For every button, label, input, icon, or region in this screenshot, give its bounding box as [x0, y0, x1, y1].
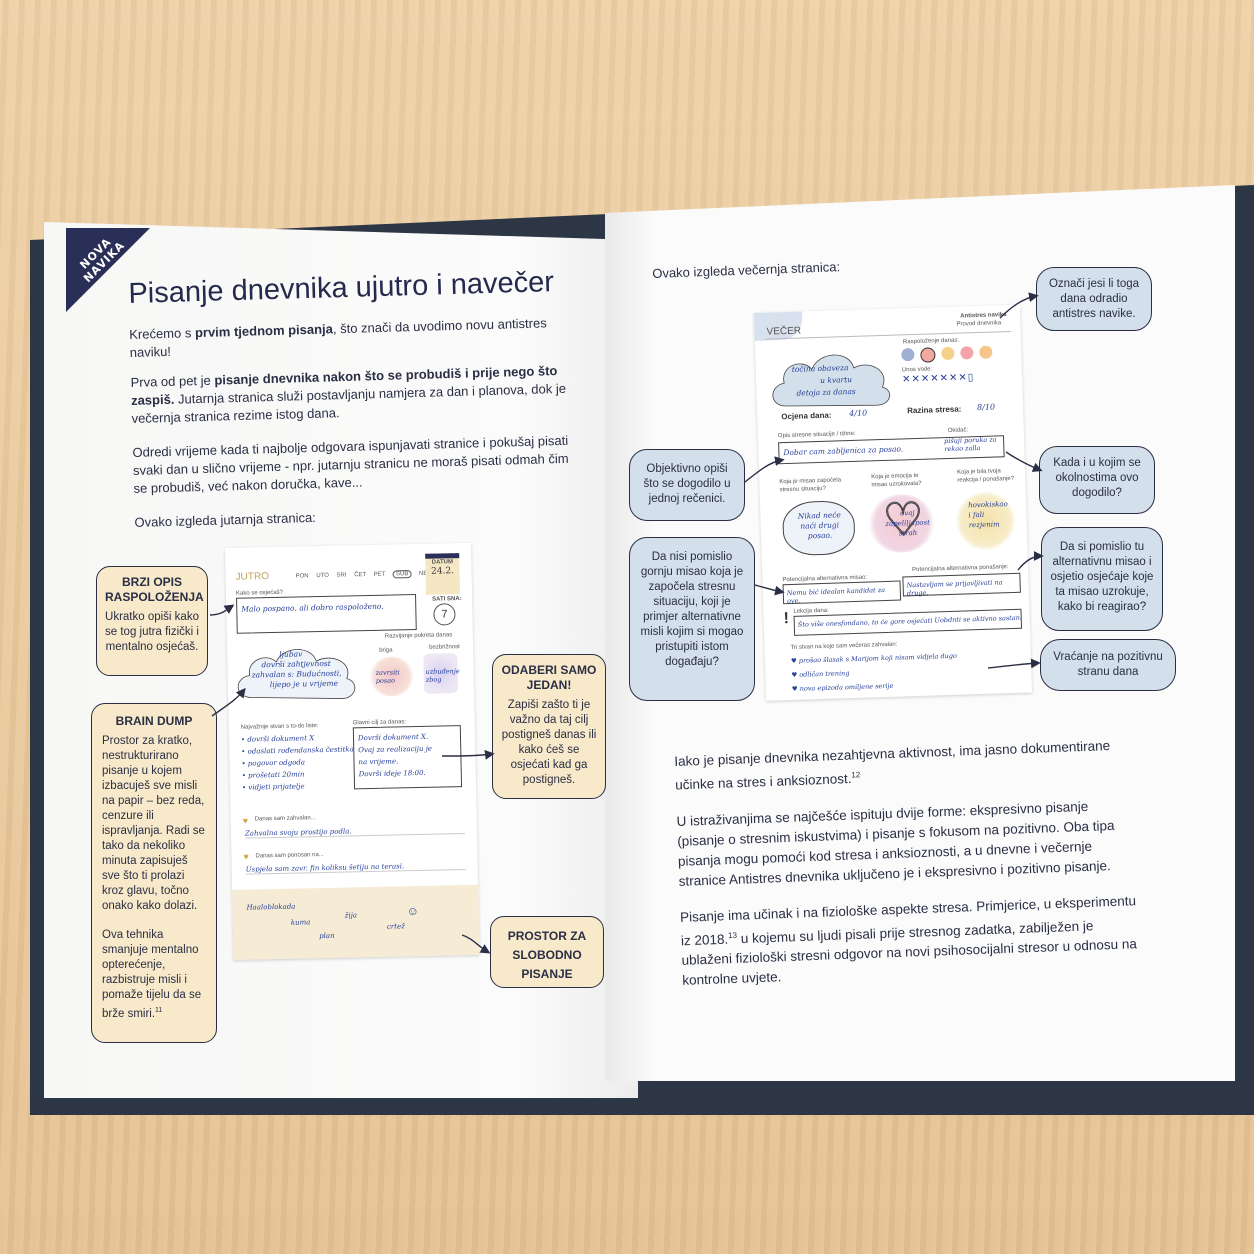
- face-icon: [901, 347, 915, 362]
- stress-level: 8/10: [976, 402, 996, 413]
- smiley-icon: ☺: [406, 904, 420, 919]
- trigger-label: Okidač:: [947, 427, 969, 434]
- face-icon: [941, 346, 955, 361]
- evening-page-preview: VEČER Antistres navika Provod dnevnika t…: [754, 304, 1033, 701]
- paragraph-2: Prva od pet je pisanje dnevnika nakon št…: [130, 363, 567, 426]
- emotion-2-label: bezbrižnost: [429, 644, 460, 651]
- day-rating: 4/10: [849, 408, 868, 419]
- thought-text: Nikad neće naći drugi posao.: [797, 510, 842, 541]
- header-rule: [764, 330, 1011, 340]
- callout-alt-thought: Da nisi pomislio gornju misao koja je za…: [629, 537, 755, 701]
- exclamation-icon: !: [783, 610, 790, 628]
- sleep-label: SATI SNA:: [432, 596, 462, 603]
- cloud-text: ljubav dovrši zahtjevnost zahvalan s: Bu…: [251, 649, 342, 690]
- morning-label: JUTRO: [235, 571, 270, 583]
- grateful-text: Zahvalna svoju prostijo podla.: [244, 825, 466, 839]
- callout-brain-dump: BRAIN DUMP Prostor za kratko, nestruktur…: [91, 703, 217, 1043]
- evening-label: VEČER: [766, 325, 802, 338]
- goal-box: Dovrši dokument X.Ovaj za realizaciju je…: [352, 725, 463, 790]
- mood-label: Raspoloženje danas:: [902, 337, 960, 346]
- question-reaction: Koja je bila tvoja reakcija / ponašanje?: [957, 468, 1015, 484]
- face-icon: [979, 345, 993, 359]
- situation-label: Opis stresne situacije / tižine:: [777, 430, 856, 440]
- question-thought: Koja je misao započela stresnu situaciju…: [779, 477, 842, 494]
- evening-cloud: [772, 354, 891, 407]
- proud-label: Danas sam ponosan na...: [255, 851, 324, 860]
- todo-list: • dovrši dokument X • odaslati rođendans…: [240, 734, 354, 792]
- intro-text: Krećemo s prvim tjednom pisanja, što zna…: [129, 314, 575, 532]
- paragraph-2: U istraživanjima se najčešće ispituju dv…: [676, 798, 1115, 889]
- emotion-2-text: uzbuđenje zbog: [425, 667, 460, 684]
- alt-reaction-box: Nastavljam se prijavljivati na druge.: [902, 572, 1021, 597]
- paragraph-3: Odredi vrijeme kada ti najbolje odgovara…: [132, 432, 569, 496]
- alt-reaction-label: Potencijalna alternativna ponašanje:: [912, 564, 1009, 574]
- weekday-row: PON UTO SRI ČET PET SUB NED: [296, 570, 432, 581]
- callout-situation: Objektivno opiši što se dogodilo u jedno…: [629, 449, 745, 521]
- emotion-text: ovaj zapeliljapost strah: [885, 509, 931, 538]
- todo-label: Najvažnije stvari s to-do liste:: [240, 723, 319, 731]
- heart-icon: ♥: [791, 684, 798, 693]
- proud-text: Uspjela sam zavr. fin koliksu šetiju na …: [245, 861, 466, 875]
- callout-habit: Označi jesi li toga dana odradio antistr…: [1036, 267, 1152, 331]
- heart-icon: ♥: [242, 815, 249, 826]
- stress-label: Razina stresa:: [907, 404, 962, 416]
- question-emotion: Koja je emocija te misao uzrokovala?: [871, 472, 922, 489]
- sleep-hours: 7: [433, 603, 456, 626]
- callout-free-writing: PROSTOR ZA SLOBODNO PISANJE: [490, 916, 604, 988]
- alt-thought-box: Nemu bić idealan kandidat za ove.: [782, 580, 902, 605]
- callout-positive: Vraćanje na pozitivnu stranu dana: [1040, 639, 1176, 691]
- brain-dump-cloud: [237, 649, 356, 699]
- good-things-list: ♥ prošao šlasak s Marijom koji nisam vid…: [790, 651, 957, 693]
- habit-sub: Provod dnevnika: [956, 320, 1002, 328]
- heart-icon: ♥: [790, 656, 797, 666]
- free-writing-area: Haaloblokada kuma plan žija crtež ☺: [232, 884, 480, 960]
- emotion-1-label: briga: [379, 647, 393, 654]
- date-box: DATUM 24.2.: [425, 553, 461, 595]
- emotion-1-text: zavrsiti posao: [375, 668, 400, 685]
- face-icon: [920, 347, 936, 363]
- callout-choose-one: ODABERI SAMO JEDAN!Zapiši zašto ti je va…: [492, 654, 606, 799]
- trigger-text: pišuji poruka za rekao zalla: [943, 435, 997, 454]
- morning-page-preview: JUTRO PON UTO SRI ČET PET SUB NED DATUM …: [225, 542, 480, 960]
- evening-cloud-text: točina obaveza u kvartu detoja za danas: [791, 363, 856, 398]
- reaction-text: hovokiskao i fali rezjenim: [968, 500, 1008, 530]
- heart-icon: ♥: [791, 670, 798, 680]
- right-body-text: Iako je pisanje dnevnika nezahtjevna akt…: [674, 735, 1144, 991]
- grateful-label: Danas sam zahvalan...: [254, 815, 316, 823]
- water-glasses-icon: ✕✕✕✕✕✕✕▯: [902, 372, 975, 386]
- day-rating-label: Ocjena dana:: [781, 410, 832, 422]
- face-icon: [960, 346, 974, 360]
- emotions-label: Razvijanje pokreta danas: [384, 632, 453, 640]
- callout-alt-reaction: Da si pomislio tu alternativnu misao i o…: [1041, 527, 1163, 631]
- paragraph-3: Pisanje ima učinak i na fiziološke aspek…: [679, 892, 1138, 988]
- mood-box: Malo pospano, ali dobro raspoloženo.: [236, 594, 417, 634]
- mood-faces: [901, 345, 993, 364]
- heart-icon: ♥: [243, 851, 249, 862]
- callout-circumstances: Kada i u kojim se okolnostima ovo dogodi…: [1039, 446, 1155, 514]
